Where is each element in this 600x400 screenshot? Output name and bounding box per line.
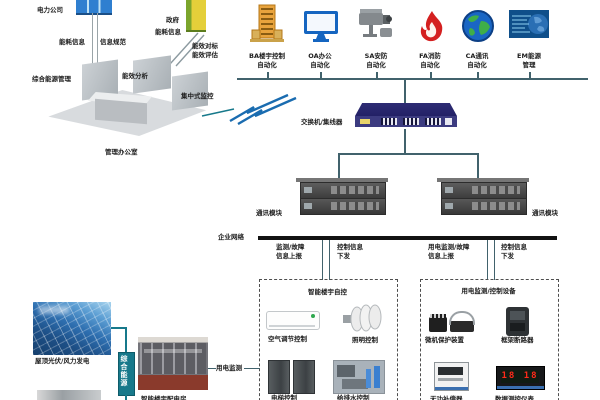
power-monitor-label: 用电监测 bbox=[216, 364, 242, 372]
bus-to-switch-line bbox=[404, 78, 406, 104]
screen-icon bbox=[509, 10, 549, 38]
digital-meter-label: 数据测控仪表 bbox=[495, 395, 534, 400]
elevator-image bbox=[268, 360, 315, 394]
enterprise-network-label: 企业网络 bbox=[218, 233, 244, 241]
automation-label-fa: FA消防自动化 bbox=[419, 52, 441, 69]
assessment-label: 能效评估 bbox=[192, 51, 218, 59]
branch-line bbox=[329, 240, 331, 280]
distribution-room-label: 智能楼宇配电房 bbox=[141, 395, 187, 400]
generator-image-cropped bbox=[37, 390, 101, 400]
control-down-right-label: 控制信息下发 bbox=[501, 243, 527, 260]
branch-line bbox=[487, 240, 489, 280]
comm-rack-right-image bbox=[437, 178, 529, 216]
monitor-fault-up-label: 监测/故障信息上报 bbox=[276, 243, 305, 260]
energy-hub-label: 综合能源 bbox=[120, 355, 128, 387]
solar-link-line bbox=[111, 327, 126, 329]
building-automation-box bbox=[259, 279, 398, 400]
elevator-control-label: 电梯控制 bbox=[271, 394, 297, 400]
office-room-label: 管理办公室 bbox=[105, 148, 138, 156]
gov-link-lines bbox=[169, 32, 205, 67]
camera-icon bbox=[356, 8, 398, 44]
building-box-title: 智能楼宇自控 bbox=[308, 288, 347, 296]
top-bus-line bbox=[237, 78, 588, 80]
protection-device-image bbox=[429, 311, 475, 335]
globe-icon bbox=[461, 9, 495, 43]
lightning-link-icon bbox=[201, 93, 297, 125]
compensator-label: 无功补偿器 bbox=[430, 395, 463, 400]
monitor-link-line-2 bbox=[244, 368, 260, 370]
comm-rack-left-image bbox=[296, 178, 388, 216]
enterprise-network-bar bbox=[258, 236, 557, 240]
rack-drop-left bbox=[338, 153, 340, 178]
monitor-icon bbox=[302, 10, 340, 44]
digital-meter-image: 18 18 bbox=[496, 366, 545, 390]
government-label: 政府 bbox=[166, 16, 179, 24]
branch-line bbox=[322, 240, 324, 280]
icon-stub bbox=[430, 72, 432, 78]
power-company-label: 电力公司 bbox=[37, 6, 63, 14]
solar-label: 屋顶光伏/风力发电 bbox=[35, 357, 90, 365]
rack-branch-line bbox=[338, 153, 478, 155]
meter-display: 18 18 bbox=[501, 370, 539, 383]
automation-label-em: EM能源管理 bbox=[517, 52, 541, 69]
switchgear-room-image bbox=[138, 337, 208, 390]
icon-stub bbox=[267, 72, 269, 78]
automation-label-ca: CA通讯自动化 bbox=[465, 52, 489, 69]
analysis-label: 能效分析 bbox=[122, 72, 148, 80]
central-monitor-label: 集中式监控 bbox=[181, 92, 214, 100]
compensator-image bbox=[434, 362, 469, 391]
icon-stub bbox=[376, 72, 378, 78]
power-monitor-up-label: 用电监测/故障信息上报 bbox=[428, 243, 470, 260]
energy-info-label: 能耗信息 bbox=[59, 38, 85, 46]
icon-stub bbox=[320, 72, 322, 78]
circuit-breaker-label: 框架断路器 bbox=[501, 336, 534, 344]
power-company-building-icon bbox=[76, 0, 112, 15]
info-standard-label: 信息规范 bbox=[100, 38, 126, 46]
solar-panel-image bbox=[33, 302, 111, 355]
monitor-link-line-1 bbox=[208, 368, 216, 370]
switch-down-line bbox=[404, 129, 406, 153]
lighting-control-label: 照明控制 bbox=[352, 336, 378, 344]
rack-drop-right bbox=[477, 153, 479, 178]
air-conditioner-image bbox=[266, 311, 320, 330]
comm-module-left-label: 通讯模块 bbox=[256, 209, 282, 217]
power-link-line bbox=[97, 13, 98, 66]
benchmark-label: 能效对标 bbox=[192, 42, 218, 50]
ac-control-label: 空气调节控制 bbox=[268, 335, 307, 343]
icon-stub bbox=[529, 72, 531, 78]
power-box-title: 用电监测/控制设备 bbox=[461, 287, 516, 295]
automation-label-sa: SA安防自动化 bbox=[364, 52, 388, 69]
network-switch-image bbox=[355, 103, 457, 129]
automation-label-oa: OA办公自动化 bbox=[308, 52, 332, 69]
hub-drop-line bbox=[125, 327, 127, 352]
gov-energy-info-label: 能耗信息 bbox=[155, 28, 181, 36]
comm-module-right-label: 通讯模块 bbox=[532, 209, 558, 217]
government-building-icon bbox=[186, 0, 206, 32]
protection-device-label: 微机保护装置 bbox=[425, 336, 464, 344]
energy-hub-box: 综合能源 bbox=[118, 352, 135, 396]
building-icon bbox=[249, 4, 285, 46]
control-down-left-label: 控制信息下发 bbox=[337, 243, 363, 260]
branch-line bbox=[494, 240, 496, 280]
water-control-label: 给排水控制 bbox=[337, 394, 370, 400]
energy-mgmt-label: 综合能源管理 bbox=[32, 75, 71, 83]
office-desk-front bbox=[95, 98, 147, 125]
automation-label-ba: BA楼宇控制自动化 bbox=[249, 52, 285, 69]
hub-bottom-line bbox=[125, 394, 127, 400]
power-devices-box bbox=[420, 279, 559, 400]
fire-icon bbox=[414, 10, 448, 44]
cfl-bulb-image bbox=[342, 304, 382, 334]
water-pump-image bbox=[333, 360, 385, 394]
circuit-breaker-image bbox=[506, 307, 529, 336]
icon-stub bbox=[477, 72, 479, 78]
switch-label: 交换机/集线器 bbox=[301, 118, 343, 126]
power-link-line bbox=[92, 13, 93, 66]
